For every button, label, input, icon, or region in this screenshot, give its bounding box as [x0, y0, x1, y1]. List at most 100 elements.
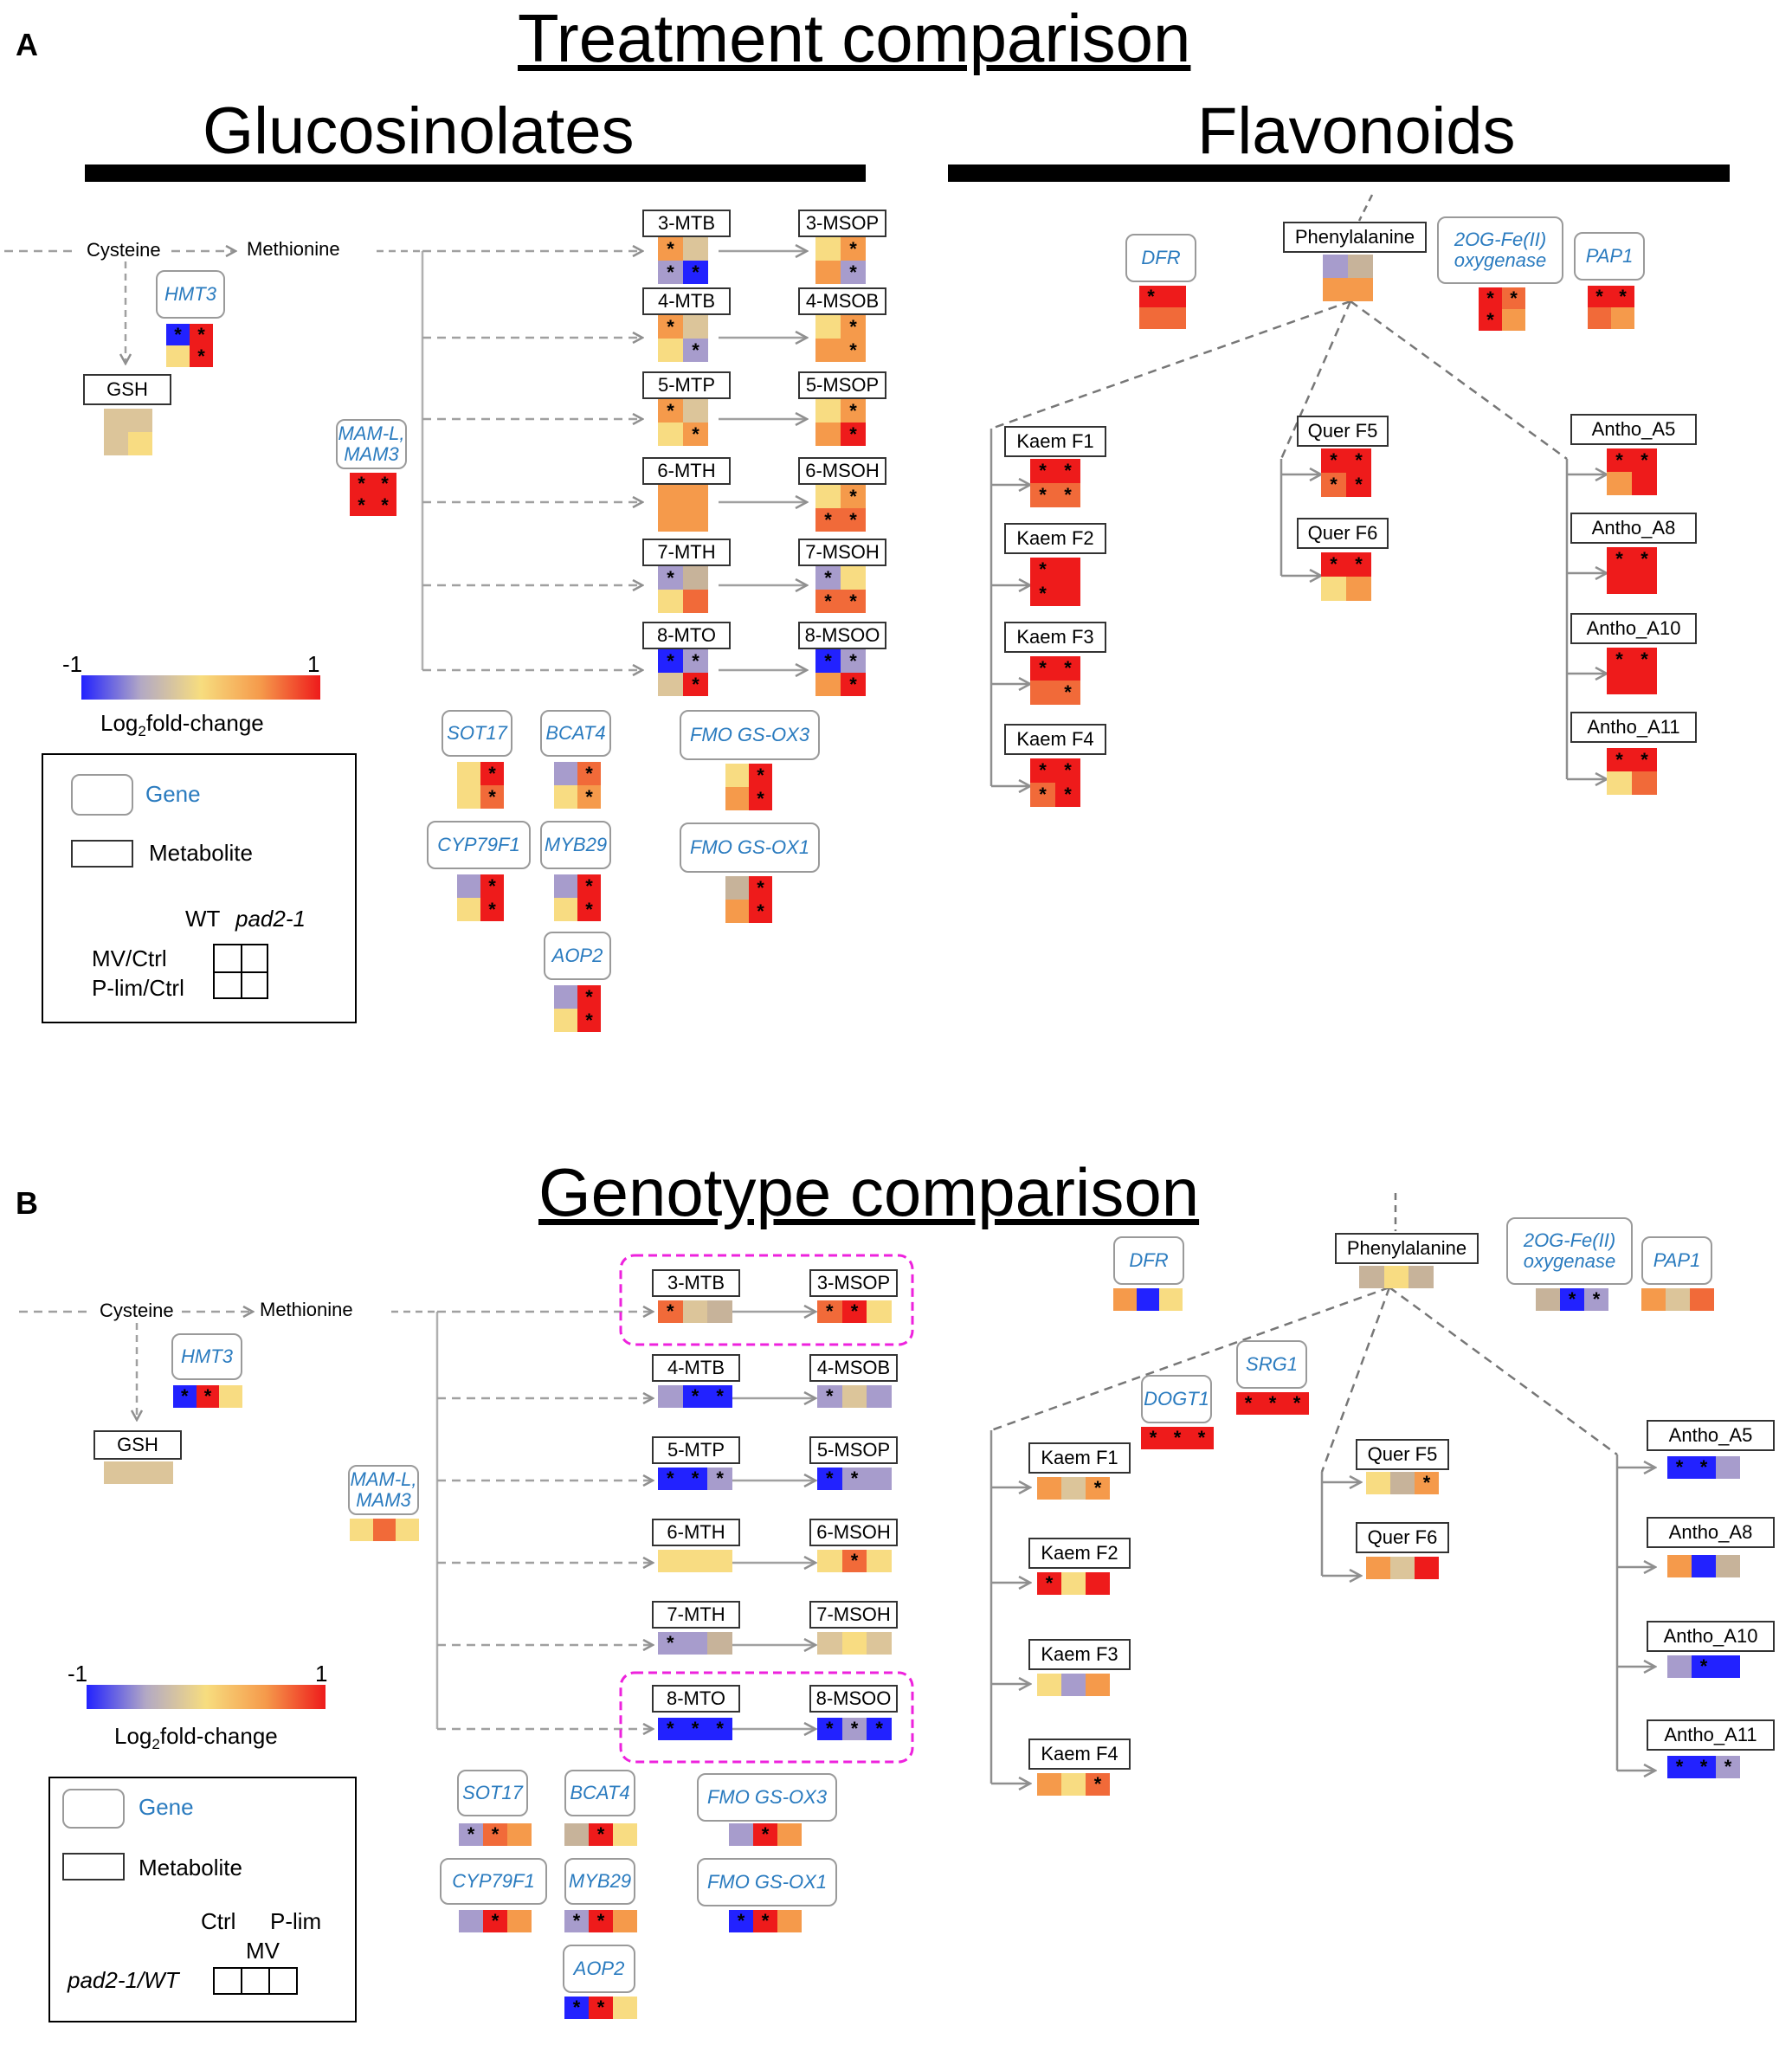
legend-gene-swatch-a: [71, 774, 133, 816]
significance-mark: *: [1615, 448, 1623, 471]
heatmap-cell: *: [480, 898, 504, 921]
heatmap-cell: [817, 1632, 842, 1655]
heatmap-cell: *: [707, 1468, 732, 1490]
highlight-box-8mto: [619, 1671, 914, 1764]
heatmap-cell: [815, 423, 841, 446]
heatmap-cell: *: [350, 494, 373, 516]
significance-mark: *: [692, 649, 699, 672]
heatmap-cell: *: [196, 1385, 220, 1408]
heatmap-cell: *: [707, 1385, 732, 1408]
colorbar-max-b: 1: [315, 1661, 328, 1687]
heatmap-cell: [1061, 1477, 1086, 1500]
heatmap-cell: [1366, 1557, 1390, 1579]
significance-mark: *: [585, 762, 593, 784]
metabolite-antho-a8-b: Antho_A8: [1647, 1517, 1775, 1548]
metabolite-antho-a11-a: Antho_A11: [1570, 712, 1697, 743]
significance-mark: *: [197, 345, 205, 367]
heatmap-cell: *: [577, 874, 601, 898]
heatmap-3-mtb: ***: [658, 237, 708, 284]
significance-mark: *: [1615, 547, 1623, 570]
heatmap-dfr-b: [1113, 1288, 1183, 1311]
cysteine-label-b: Cysteine: [100, 1300, 174, 1321]
heatmap-cell: [1163, 286, 1186, 307]
heatmap-cell: *: [841, 1300, 867, 1323]
heatmap-cell: *: [1607, 547, 1632, 571]
heatmap-aop2: **: [554, 985, 601, 1032]
heatmap-cell: [707, 1300, 732, 1323]
metabolite-phenylalanine-b: Phenylalanine: [1335, 1233, 1479, 1264]
significance-mark: *: [1422, 1472, 1431, 1493]
significance-mark: *: [667, 649, 674, 672]
heatmap-cell: [1588, 307, 1611, 329]
heatmap-kaem-f3-b: [1037, 1674, 1110, 1696]
significance-mark: *: [488, 762, 496, 784]
significance-mark: *: [174, 323, 182, 345]
heatmap-cell: *: [841, 315, 866, 339]
significance-mark: *: [850, 1300, 859, 1322]
heatmap-cell: [867, 1550, 892, 1572]
metabolite-kaem-f2-a: Kaem F2: [1004, 523, 1106, 554]
significance-mark: *: [1699, 1756, 1708, 1777]
legend-metabolite-label-b: Metabolite: [139, 1855, 242, 1880]
heatmap-cell: [1346, 577, 1371, 601]
cysteine-label: Cysteine: [87, 239, 161, 261]
heatmap-cell: *: [1692, 1655, 1716, 1678]
heatmap-cell: *: [815, 649, 841, 673]
flavonoids-heading: Flavonoids: [1197, 94, 1516, 168]
heatmap-cell: *: [683, 339, 708, 362]
legend-gene-label-a: Gene: [145, 781, 201, 807]
heatmap-cell: [658, 508, 683, 532]
heatmap-cell: [372, 1519, 396, 1541]
heatmap-cell: *: [749, 876, 772, 900]
significance-mark: *: [585, 898, 593, 920]
heatmap-cell: [867, 1468, 892, 1490]
heatmap-cell: [1390, 1472, 1415, 1494]
legend-mv-ctrl-label: MV/Ctrl: [92, 945, 167, 971]
heatmap-antho-a8-b: [1667, 1555, 1740, 1577]
heatmap-cell: [1061, 1572, 1086, 1595]
metabolite-8-mto-b: 8-MTO: [652, 1685, 740, 1713]
heatmap-cell: *: [1030, 656, 1055, 681]
heatmap-cell: [683, 315, 708, 339]
heatmap-cell: *: [815, 590, 841, 613]
heatmap-cell: *: [373, 473, 396, 494]
heatmap-cell: *: [1667, 1756, 1692, 1778]
significance-mark: *: [850, 1718, 859, 1739]
significance-mark: *: [757, 876, 764, 899]
significance-mark: *: [667, 1300, 674, 1322]
heatmap-bcat4: **: [554, 762, 601, 809]
heatmap-cell: *: [841, 339, 866, 362]
heatmap-cell: [1086, 1674, 1110, 1696]
significance-mark: *: [1330, 553, 1338, 575]
metabolite-quer-f6-b: Quer F6: [1356, 1522, 1449, 1553]
heatmap-cell: *: [841, 399, 866, 423]
panel-label-a: A: [16, 27, 38, 62]
heatmap-cell: *: [841, 423, 866, 446]
significance-mark: *: [1039, 558, 1047, 580]
heatmap-cell: *: [1502, 287, 1525, 309]
significance-mark: *: [1592, 1288, 1601, 1310]
heatmap-cell: *: [1139, 286, 1163, 307]
metabolite-quer-f5-a: Quer F5: [1297, 416, 1389, 447]
metabolite-5-msop-b: 5-MSOP: [809, 1436, 898, 1464]
heatmap-5-msop: **: [815, 399, 866, 446]
significance-mark: *: [572, 1910, 581, 1932]
heatmap-cell: [815, 339, 841, 362]
heatmap-cell: *: [841, 485, 866, 508]
significance-mark: *: [691, 1718, 699, 1739]
heatmap-8-mto-b: ***: [658, 1718, 732, 1740]
heatmap-cell: [658, 673, 683, 696]
significance-mark: *: [1292, 1392, 1301, 1414]
heatmap-cell: *: [658, 1632, 683, 1655]
heatmap-cell: [815, 315, 841, 339]
metabolite-antho-a11-b: Antho_A11: [1647, 1719, 1775, 1751]
gene-2og-fe-oxygenase-a: 2OG-Fe(II)oxygenase: [1437, 216, 1563, 284]
heatmap-cell: *: [1321, 448, 1346, 473]
heatmap-cell: [867, 1385, 892, 1408]
heatmap-cell: *: [1632, 648, 1657, 671]
heatmap-cell: [104, 409, 128, 432]
heatmap-cell: *: [1086, 1773, 1110, 1796]
heatmap-cell: [683, 508, 708, 532]
significance-mark: *: [585, 785, 593, 808]
heatmap-cell: *: [815, 566, 841, 590]
